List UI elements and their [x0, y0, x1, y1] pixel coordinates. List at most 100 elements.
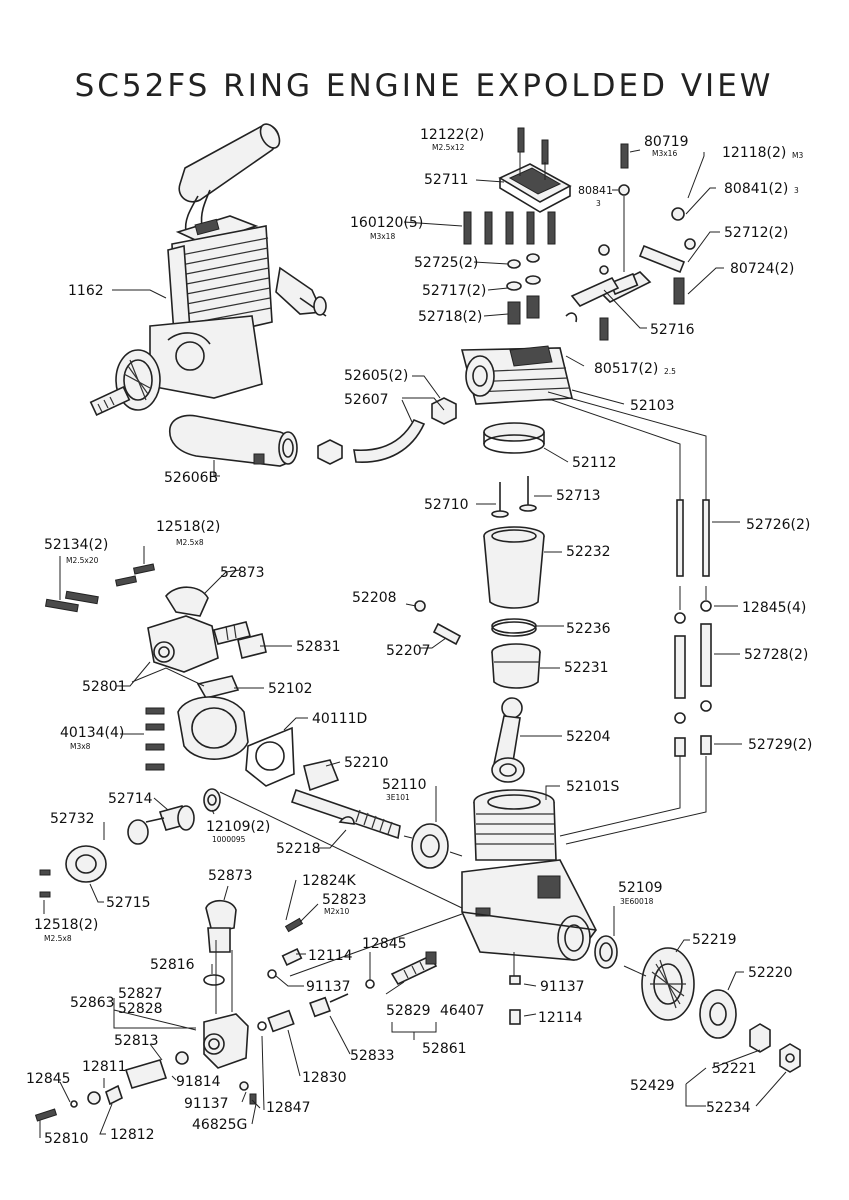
label-80724: 80724(2) — [730, 261, 794, 277]
label-52204: 52204 — [566, 729, 611, 745]
label-52829: 52829 — [386, 1003, 431, 1019]
label-52816: 52816 — [150, 957, 195, 973]
label-52231: 52231 — [564, 660, 609, 676]
sub-12518-bottom: M2.5x8 — [44, 934, 72, 943]
pushrod-group — [540, 391, 712, 845]
label-80841-2: 80841(2) — [724, 181, 788, 197]
label-52715: 52715 — [106, 895, 151, 911]
sub-80719: M3x16 — [652, 149, 677, 158]
label-12114-right: 12114 — [538, 1010, 583, 1026]
label-52873-bottom: 52873 — [208, 868, 253, 884]
label-52732: 52732 — [50, 811, 95, 827]
sub-12518-top: M2.5x8 — [176, 538, 204, 547]
label-52429: 52429 — [630, 1078, 675, 1094]
label-52810: 52810 — [44, 1131, 89, 1147]
sub-12118: M3 — [792, 151, 803, 160]
carburetor-group — [34, 899, 521, 1122]
label-40134: 40134(4) — [60, 725, 124, 741]
sub-40134: M3x8 — [70, 742, 91, 751]
label-12845-bottom: 12845 — [26, 1071, 71, 1087]
label-1162: 1162 — [68, 283, 104, 299]
assembled-engine-drawing — [89, 123, 327, 417]
label-91814: 91814 — [176, 1074, 221, 1090]
valve-cover-group — [463, 127, 572, 325]
sub-52823: M2x10 — [324, 907, 349, 916]
label-52103: 52103 — [630, 398, 675, 414]
label-52101S: 52101S — [566, 779, 620, 795]
label-52827: 52827 — [118, 986, 163, 1002]
label-80719: 80719 — [644, 134, 689, 150]
label-52714: 52714 — [108, 791, 153, 807]
label-52210: 52210 — [344, 755, 389, 771]
front-end-group — [594, 935, 801, 1073]
label-52717: 52717(2) — [422, 283, 486, 299]
label-52605: 52605(2) — [344, 368, 408, 384]
label-52861: 52861 — [422, 1041, 467, 1057]
sub-52110: 3E101 — [386, 793, 410, 802]
label-52726: 52726(2) — [746, 517, 810, 533]
label-52813: 52813 — [114, 1033, 159, 1049]
cylinder-head-drawing — [460, 345, 574, 405]
label-52710: 52710 — [424, 497, 469, 513]
label-12845-4: 12845(4) — [742, 600, 806, 616]
label-52218: 52218 — [276, 841, 321, 857]
sub-52134: M2.5x20 — [66, 556, 99, 565]
sub-12122: M2.5x12 — [432, 143, 465, 152]
sub-160120: M3x18 — [370, 232, 395, 241]
label-40111D: 40111D — [312, 711, 367, 727]
label-52102: 52102 — [268, 681, 313, 697]
cam-housing-group — [44, 563, 295, 787]
label-12114-top: 12114 — [308, 948, 353, 964]
label-12518-top: 12518(2) — [156, 519, 220, 535]
exhaust-group — [169, 397, 457, 467]
sub-80841: 3 — [596, 199, 601, 208]
label-52236: 52236 — [566, 621, 611, 637]
label-12845-mid: 12845 — [362, 936, 407, 952]
label-52728: 52728(2) — [744, 647, 808, 663]
label-12847: 12847 — [266, 1100, 311, 1116]
label-12518-bottom: 12518(2) — [34, 917, 98, 933]
label-52716: 52716 — [650, 322, 695, 338]
cylinder-stack-drawing — [414, 422, 545, 783]
label-52823: 52823 — [322, 892, 367, 908]
label-52606B: 52606B — [164, 470, 218, 486]
label-12118: 12118(2) — [722, 145, 786, 161]
label-52234: 52234 — [706, 1100, 751, 1116]
label-12824K: 12824K — [302, 873, 357, 889]
label-52713: 52713 — [556, 488, 601, 504]
label-52729: 52729(2) — [748, 737, 812, 753]
sub-12109: 1000095 — [212, 835, 246, 844]
label-12109: 12109(2) — [206, 819, 270, 835]
label-52109: 52109 — [618, 880, 663, 896]
label-52828: 52828 — [118, 1001, 163, 1017]
label-52607: 52607 — [344, 392, 389, 408]
label-80841: 80841 — [578, 184, 613, 197]
label-91137-right: 91137 — [540, 979, 585, 995]
label-80517: 80517(2) — [594, 361, 658, 377]
label-52221: 52221 — [712, 1061, 757, 1077]
label-91137-top: 91137 — [306, 979, 351, 995]
label-52801: 52801 — [82, 679, 127, 695]
part-labels: 12122(2) M2.5x12 80719 M3x16 12118(2) M3… — [26, 127, 812, 1147]
label-52110: 52110 — [382, 777, 427, 793]
label-160120: 160120(5) — [350, 215, 423, 231]
label-52208: 52208 — [352, 590, 397, 606]
label-52873-top: 52873 — [220, 565, 265, 581]
cam-gear-group — [39, 788, 221, 898]
diagram-title: SC52FS RING ENGINE EXPOLDED VIEW — [75, 68, 774, 104]
sub-80517: 2.5 — [664, 367, 676, 376]
screws-40134 — [145, 707, 165, 771]
label-52220: 52220 — [748, 965, 793, 981]
label-52712: 52712(2) — [724, 225, 788, 241]
leader-lines — [39, 149, 787, 1138]
label-52711: 52711 — [424, 172, 469, 188]
label-52831: 52831 — [296, 639, 341, 655]
label-52863: 52863 — [70, 995, 115, 1011]
label-52134: 52134(2) — [44, 537, 108, 553]
label-52232: 52232 — [566, 544, 611, 560]
label-52833: 52833 — [350, 1048, 395, 1064]
label-52219: 52219 — [692, 932, 737, 948]
crankcase-drawing — [461, 789, 597, 961]
crankshaft-drawing — [290, 759, 463, 869]
